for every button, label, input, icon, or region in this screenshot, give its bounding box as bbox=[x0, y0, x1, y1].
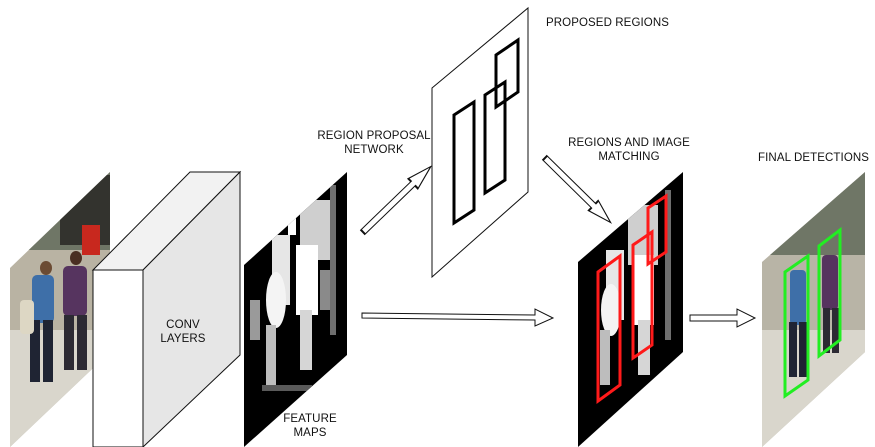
arrow-to-regions-matching bbox=[540, 153, 615, 227]
final-detections-image bbox=[755, 165, 875, 447]
feature-label-line1: FEATURE bbox=[270, 412, 350, 426]
conv-layers-label: CONV LAYERS bbox=[148, 318, 218, 346]
matched-regions-image bbox=[570, 165, 690, 447]
matching-label-line1: REGIONS AND IMAGE bbox=[553, 136, 705, 150]
arrow-to-region-proposal bbox=[358, 161, 436, 237]
proposed-regions-label: PROPOSED REGIONS bbox=[546, 16, 669, 30]
arrow-feature-to-matching bbox=[362, 309, 553, 326]
final-detections-label: FINAL DETECTIONS bbox=[758, 151, 869, 165]
feature-label-line2: MAPS bbox=[270, 426, 350, 440]
matching-label-line2: MATCHING bbox=[553, 150, 705, 164]
feature-maps-label: FEATURE MAPS bbox=[270, 412, 350, 440]
rpn-label-line1: REGION PROPOSAL bbox=[300, 129, 448, 143]
feature-maps-image bbox=[240, 165, 355, 447]
arrow-to-final-detections bbox=[690, 309, 755, 327]
conv-label-line2: LAYERS bbox=[148, 332, 218, 346]
conv-layers-block bbox=[93, 172, 240, 447]
conv-block-front bbox=[93, 270, 143, 447]
region-proposal-label: REGION PROPOSAL NETWORK bbox=[300, 129, 448, 157]
regions-matching-label: REGIONS AND IMAGE MATCHING bbox=[553, 136, 705, 164]
conv-label-line1: CONV bbox=[148, 318, 218, 332]
rpn-label-line2: NETWORK bbox=[300, 143, 448, 157]
